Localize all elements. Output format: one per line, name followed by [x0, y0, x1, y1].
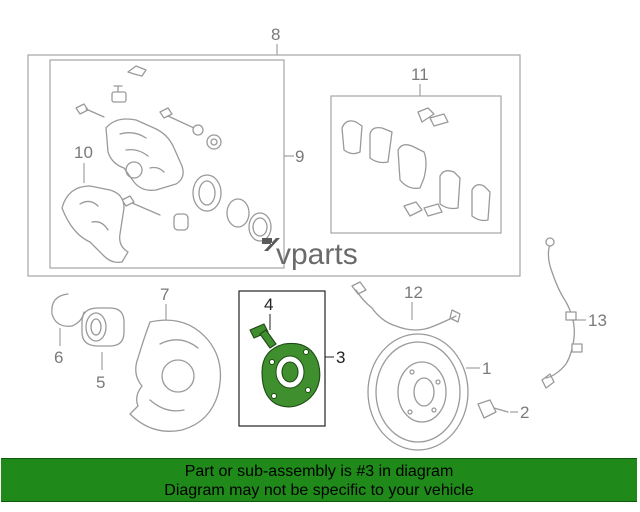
callout-4[interactable]: 4	[264, 295, 273, 314]
brake-pad-box	[330, 95, 502, 234]
caliper-parts	[61, 65, 272, 264]
callout-8[interactable]: 8	[271, 25, 280, 44]
info-banner: Part or sub-assembly is #3 in diagram Di…	[1, 458, 637, 502]
callout-12[interactable]: 12	[404, 283, 423, 302]
callout-9[interactable]: 9	[295, 147, 304, 166]
callout-3[interactable]: 3	[336, 348, 345, 367]
callout-7[interactable]: 7	[160, 285, 169, 304]
vparts-watermark: vparts	[262, 238, 358, 271]
callout-13[interactable]: 13	[588, 311, 607, 330]
caliper-parts-box	[49, 59, 285, 269]
banner-line-1: Part or sub-assembly is #3 in diagram	[184, 463, 454, 480]
wheel-bearing	[81, 307, 125, 347]
rotor-screw	[477, 399, 497, 419]
snap-ring	[51, 293, 85, 327]
callout-11[interactable]: 11	[411, 65, 429, 84]
callout-2[interactable]: 2	[520, 403, 529, 422]
brake-pads	[341, 107, 491, 222]
callout-6[interactable]: 6	[54, 348, 63, 367]
caliper-assembly-box	[27, 54, 521, 277]
watermark-text: vparts	[276, 238, 358, 271]
wheel-hub-highlighted	[249, 323, 321, 408]
callout-10[interactable]: 10	[74, 143, 93, 162]
brake-rotor	[367, 333, 469, 451]
dust-shield	[129, 319, 222, 432]
banner-line-2: Diagram may not be specific to your vehi…	[164, 482, 474, 499]
abs-sensor-wire	[541, 237, 583, 389]
callout-5[interactable]: 5	[96, 373, 105, 392]
hub-highlight-box	[238, 290, 326, 427]
brake-hose	[355, 289, 457, 331]
callout-1[interactable]: 1	[482, 359, 491, 378]
